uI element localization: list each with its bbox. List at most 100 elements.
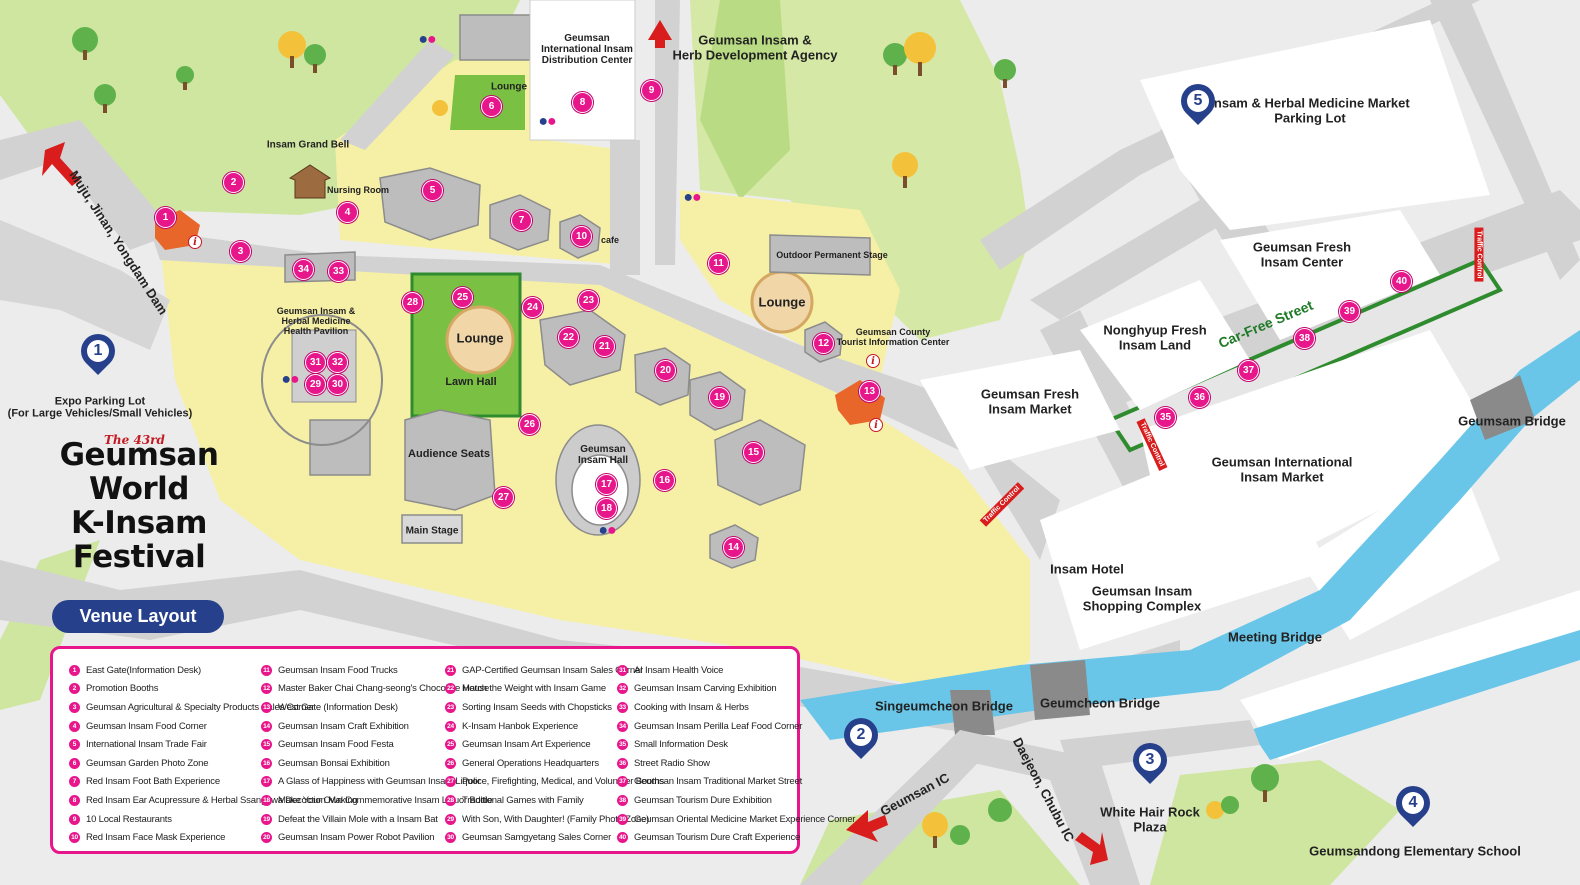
marker-8[interactable]: 8 <box>572 92 593 113</box>
legend-number: 5 <box>69 739 80 751</box>
marker-21[interactable]: 21 <box>594 336 615 357</box>
marker-40[interactable]: 40 <box>1391 271 1412 292</box>
parking-pin-3[interactable]: 3 <box>1125 735 1175 787</box>
marker-22[interactable]: 22 <box>558 327 579 348</box>
marker-11[interactable]: 11 <box>708 253 729 274</box>
venue-layout-badge: Venue Layout <box>52 600 224 633</box>
marker-31[interactable]: 31 <box>305 352 326 373</box>
toilet-icon: ●● <box>598 522 616 539</box>
label-grand-bell: Insam Grand Bell <box>266 139 350 151</box>
marker-18[interactable]: 18 <box>596 498 617 519</box>
marker-25[interactable]: 25 <box>452 287 473 308</box>
marker-10[interactable]: 10 <box>571 226 592 247</box>
marker-39[interactable]: 39 <box>1339 301 1360 322</box>
legend-number: 38 <box>617 794 628 806</box>
info-icon: i <box>866 354 880 368</box>
label-main-stage: Main Stage <box>405 525 459 537</box>
marker-26[interactable]: 26 <box>519 414 540 435</box>
legend-text: General Operations Headquarters <box>462 757 599 769</box>
label-lawn-hall: Lawn Hall <box>445 375 497 388</box>
legend-number: 28 <box>445 794 456 806</box>
legend-number: 14 <box>261 720 272 732</box>
marker-23[interactable]: 23 <box>578 290 599 311</box>
marker-13[interactable]: 13 <box>859 381 880 402</box>
marker-3[interactable]: 3 <box>230 241 251 262</box>
marker-17[interactable]: 17 <box>596 474 617 495</box>
marker-5[interactable]: 5 <box>422 180 443 201</box>
label-dev-agency: Geumsan Insam & Herb Development Agency <box>672 32 838 62</box>
label-white-hair-rock: White Hair Rock Plaza <box>1100 804 1200 834</box>
legend-text: GAP-Certified Geumsan Insam Sales Corner <box>462 664 644 676</box>
legend-number: 12 <box>261 683 272 695</box>
legend-item-30: 30 Geumsan Samgyetang Sales Corner <box>445 828 664 847</box>
marker-32[interactable]: 32 <box>327 352 348 373</box>
marker-27[interactable]: 27 <box>493 487 514 508</box>
marker-36[interactable]: 36 <box>1189 387 1210 408</box>
parking-pin-2[interactable]: 2 <box>836 710 886 762</box>
marker-9[interactable]: 9 <box>641 80 662 101</box>
marker-30[interactable]: 30 <box>327 374 348 395</box>
arrow-north <box>648 20 672 48</box>
parking-pin-1[interactable]: 1 <box>73 326 123 378</box>
info-icon: i <box>869 418 883 432</box>
marker-15[interactable]: 15 <box>743 442 764 463</box>
marker-34[interactable]: 34 <box>293 259 314 280</box>
arrow-geumsan-ic <box>846 810 888 842</box>
marker-24[interactable]: 24 <box>522 297 543 318</box>
marker-4[interactable]: 4 <box>337 202 358 223</box>
marker-28[interactable]: 28 <box>402 292 423 313</box>
marker-6[interactable]: 6 <box>481 96 502 117</box>
legend-text: Master Baker Chai Chang-seong's Chocolat… <box>278 683 490 695</box>
legend-number: 35 <box>617 739 628 751</box>
marker-20[interactable]: 20 <box>655 360 676 381</box>
legend-text: Red Insam Foot Bath Experience <box>86 776 220 788</box>
parking-pin-4[interactable]: 4 <box>1388 778 1438 830</box>
marker-19[interactable]: 19 <box>709 387 730 408</box>
legend-number: 31 <box>617 664 628 676</box>
legend-number: 30 <box>445 832 456 844</box>
marker-7[interactable]: 7 <box>511 210 532 231</box>
marker-38[interactable]: 38 <box>1294 328 1315 349</box>
legend-number: 7 <box>69 776 80 788</box>
legend-number: 15 <box>261 739 272 751</box>
legend-text: Geumsan Samgyetang Sales Corner <box>462 832 612 844</box>
legend-number: 21 <box>445 664 456 676</box>
legend-number: 29 <box>445 813 456 825</box>
toilet-icon: ●● <box>418 31 436 48</box>
marker-37[interactable]: 37 <box>1238 360 1259 381</box>
marker-33[interactable]: 33 <box>328 261 349 282</box>
legend-number: 40 <box>617 832 628 844</box>
marker-35[interactable]: 35 <box>1155 407 1176 428</box>
marker-14[interactable]: 14 <box>723 537 744 558</box>
legend-text: Police, Firefighting, Medical, and Volun… <box>462 776 665 788</box>
marker-29[interactable]: 29 <box>305 374 326 395</box>
legend-number: 2 <box>69 683 80 695</box>
legend-number: 4 <box>69 720 80 732</box>
marker-16[interactable]: 16 <box>654 470 675 491</box>
legend-text: AI Insam Health Voice <box>634 664 724 676</box>
label-fresh-market: Geumsan Fresh Insam Market <box>980 386 1080 416</box>
legend-text: Geumsan Insam Food Festa <box>278 739 394 751</box>
marker-2[interactable]: 2 <box>223 172 244 193</box>
marker-1[interactable]: 1 <box>155 207 176 228</box>
label-insam-hall: Geumsan Insam Hall <box>577 443 629 466</box>
parking-pin-5[interactable]: 5 <box>1173 76 1223 128</box>
legend-text: Geumsan Garden Photo Zone <box>86 757 209 769</box>
legend-text: Geumsan Insam Perilla Leaf Food Corner <box>634 720 803 732</box>
legend-column-3: 21 GAP-Certified Geumsan Insam Sales Corn… <box>445 661 664 847</box>
marker-12[interactable]: 12 <box>813 333 834 354</box>
legend-number: 11 <box>261 664 272 676</box>
info-icon: i <box>188 235 202 249</box>
legend-text: Cooking with Insam & Herbs <box>634 701 749 713</box>
